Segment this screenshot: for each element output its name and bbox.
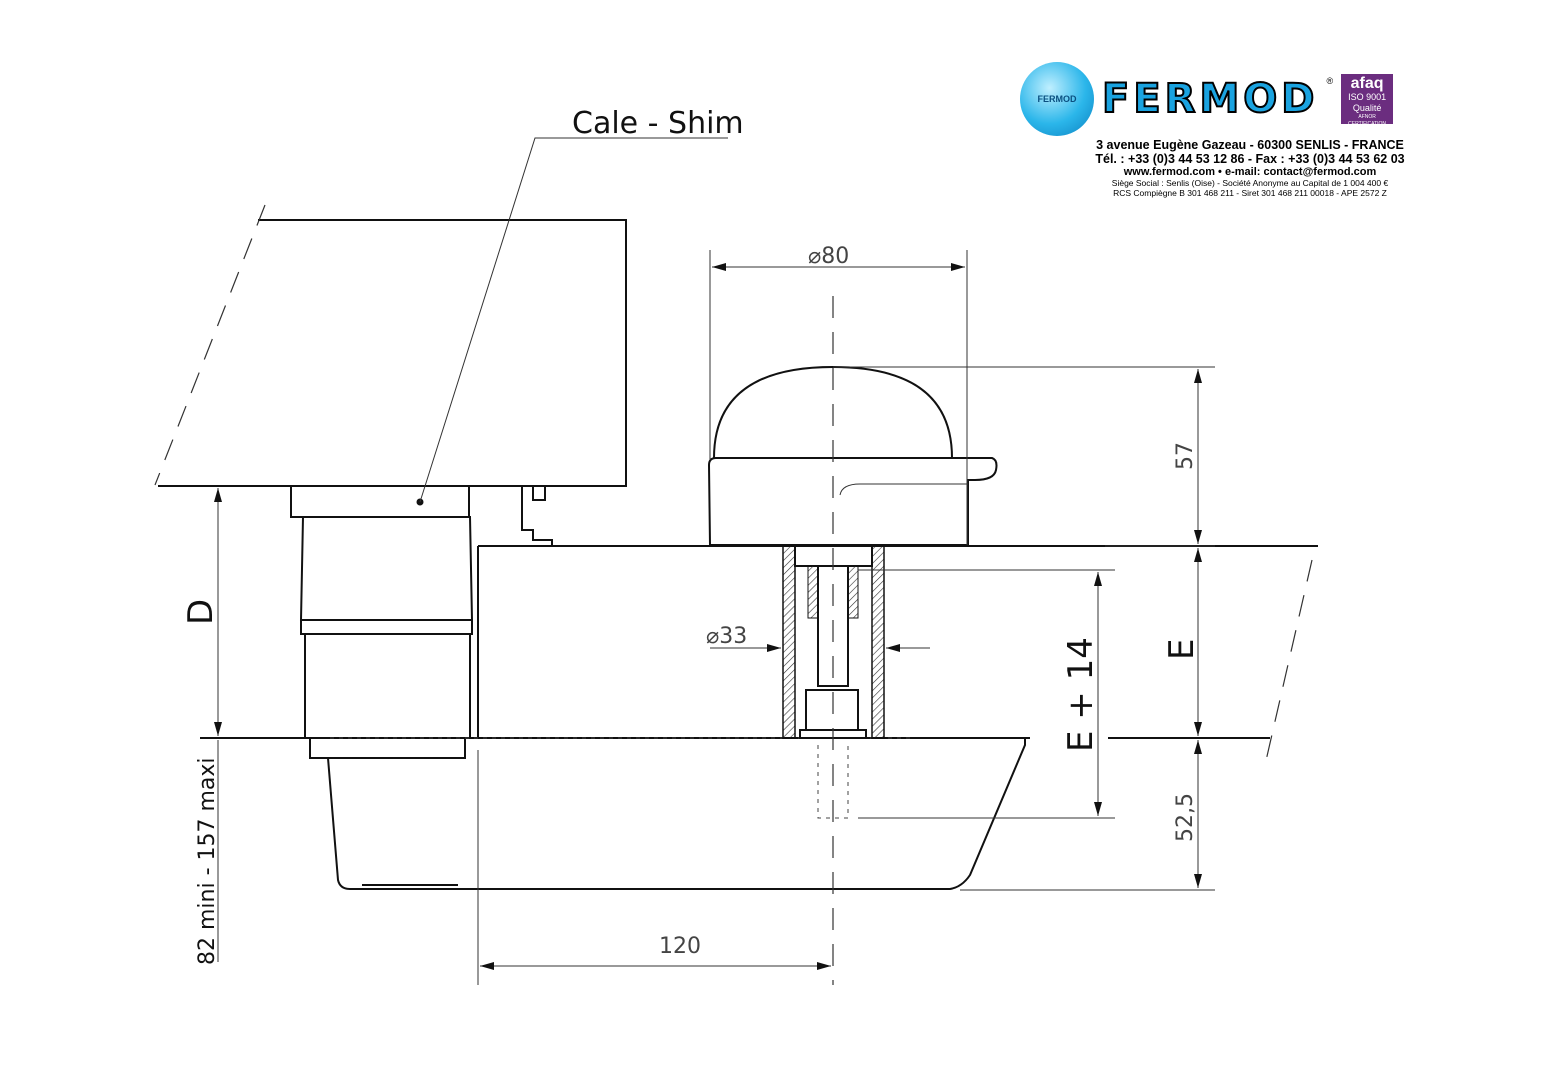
dimD-label: D — [181, 599, 221, 625]
address: 3 avenue Eugène Gazeau - 60300 SENLIS - … — [1096, 138, 1404, 152]
dim57-label: 57 — [1173, 442, 1198, 470]
range-label: 82 mini - 157 maxi — [195, 757, 220, 965]
legal-line-1: Siège Social : Senlis (Oise) - Société A… — [1111, 178, 1389, 188]
logo-row: FERMOD FERMOD ® afaq ISO 9001 Qualité AF… — [1020, 62, 1480, 136]
cert-brand: afaq — [1350, 75, 1384, 92]
dimE-label: E — [1162, 639, 1202, 660]
web-email: www.fermod.com • e-mail: contact@fermod.… — [1123, 166, 1377, 178]
logo-ball-text: FERMOD — [1037, 94, 1077, 104]
cert-quality: Qualité — [1352, 103, 1382, 113]
valve-head — [707, 365, 998, 546]
registered-mark: ® — [1326, 76, 1334, 86]
cabinet — [200, 545, 1318, 890]
shim-leader — [419, 137, 728, 503]
cert-footer: AFNOR CERTIFICATION — [1348, 114, 1387, 127]
pipe-section — [782, 296, 885, 985]
dimE14-label: E + 14 — [1061, 637, 1101, 752]
company-header: FERMOD FERMOD ® afaq ISO 9001 Qualité AF… — [1020, 62, 1480, 198]
shim-label: Cale - Shim — [572, 106, 744, 141]
shim — [290, 485, 470, 518]
dimensions — [214, 250, 1215, 985]
phone: Tél. : +33 (0)3 44 53 12 86 - Fax : +33 … — [1095, 152, 1405, 166]
dia80-label: ⌀80 — [808, 244, 849, 269]
brand-name: FERMOD — [1101, 75, 1319, 123]
afaq-certification-badge: afaq ISO 9001 Qualité AFNOR CERTIFICATIO… — [1341, 74, 1394, 127]
dim120-label: 120 — [659, 934, 701, 959]
legal-line-2: RCS Compiègne B 301 468 211 - Siret 301 … — [1113, 188, 1387, 198]
dim525-label: 52,5 — [1173, 793, 1198, 842]
left-unit — [154, 204, 627, 759]
cert-iso: ISO 9001 — [1348, 92, 1387, 102]
snowflake-logo-icon: FERMOD — [1020, 62, 1094, 136]
dia33-label: ⌀33 — [706, 624, 747, 649]
